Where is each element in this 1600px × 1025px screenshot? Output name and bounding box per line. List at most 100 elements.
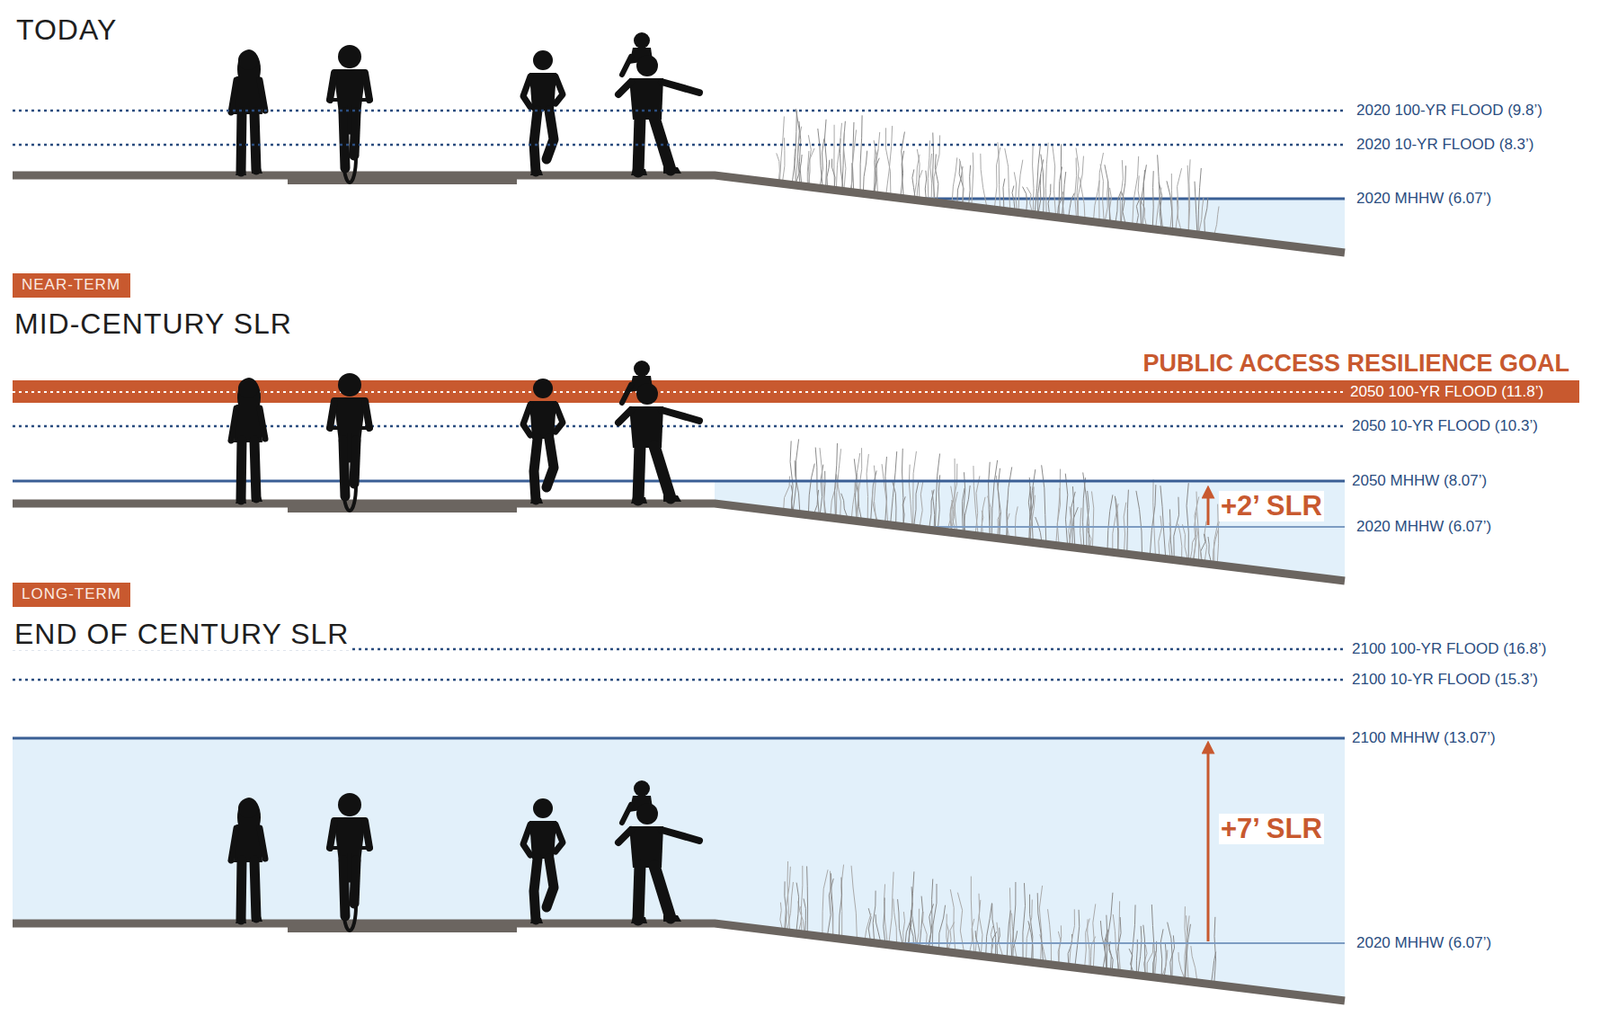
path-pavement [287,921,517,933]
grass-stroke [919,896,923,946]
grass-stroke [1014,506,1018,538]
grass-stroke [875,914,880,942]
grass-stroke [1029,495,1036,540]
grass-stroke [796,126,802,183]
grass-stroke [973,465,978,534]
resilience-goal-band: PUBLIC ACCESS RESILIENCE GOAL2050 100-YR… [12,380,1580,403]
parent-figure [618,360,700,504]
parent-figure [618,32,700,176]
grass-stroke [1069,908,1076,964]
grass-stroke [1026,186,1032,212]
tide-level-label: 2020 MHHW (6.07’) [1354,934,1494,952]
old-mhhw-line [875,942,1345,944]
grass-stroke [1011,881,1016,958]
grass-stroke [1130,904,1136,971]
grass-stroke [1057,191,1064,214]
grass-stroke [981,510,984,534]
grass-stroke [780,115,785,180]
flood-line [12,109,1345,113]
path-pavement [287,501,517,513]
grass-stroke [881,463,888,522]
grass-stroke [826,160,830,187]
grass-stroke [1035,516,1042,542]
grass-stroke [987,496,991,535]
box-text: LONG-TERM [21,585,122,604]
grass-stroke [927,140,930,199]
grass-stroke [924,170,926,199]
grass-stroke [1197,527,1202,560]
grass-stroke [1052,145,1057,215]
grass-stroke [1191,945,1198,980]
grass-stroke [969,918,975,952]
grass-stroke [873,158,880,193]
grass-stroke [807,151,809,185]
flood-level-label: 2020 100-YR FLOOD (9.8’) [1354,102,1545,120]
grass-stroke [1167,922,1174,978]
grass-stroke [981,497,986,534]
grass-stroke [975,930,980,953]
grass-stroke [907,871,915,944]
panel-heading: TODAY [14,14,120,46]
grass-stroke [919,480,924,526]
grass-stroke [1137,925,1142,973]
grass-stroke [1026,899,1033,960]
grass-stroke [1034,143,1040,213]
grass-stroke [792,438,799,510]
term-tag: LONG-TERM [12,582,131,607]
grass-stroke [1194,181,1198,232]
grass-stroke [888,871,894,943]
grass-stroke [1057,931,1061,963]
mhhw-line [12,737,1345,740]
parent-figure [618,780,700,924]
grass-stroke [1136,490,1143,553]
grass-stroke [930,153,933,200]
flood-line [12,678,1345,682]
grass-stroke [1160,928,1164,976]
grass-stroke [1143,924,1146,974]
grass-stroke [939,905,946,949]
grass-stroke [1214,916,1217,982]
grass-stroke [806,865,809,932]
grass-stroke [1214,206,1219,235]
grass-stroke [1069,491,1076,545]
grass-stroke [808,134,811,185]
box-text: NEAR-TERM [21,275,121,294]
grass-stroke [975,475,980,533]
grass-stroke [1140,169,1146,225]
grass-stroke [873,132,880,193]
grass-stroke [1166,180,1174,229]
grass-stroke [890,451,898,523]
grass-stroke [901,151,905,196]
water-fill [12,737,1345,1001]
cyclist-figure [328,44,372,183]
grass-stroke [1091,491,1094,548]
grass-stroke [900,132,905,196]
marsh-grass [783,438,1222,562]
grass-stroke [776,152,781,180]
grass-stroke [1083,477,1086,546]
grass-stroke [1104,164,1111,222]
grass-stroke [959,159,963,204]
grass-stroke [996,922,1004,957]
flood-level-label: 2020 10-YR FLOOD (8.3’) [1354,136,1536,154]
old-mhhw-line [905,525,1345,528]
grass-stroke [1079,177,1085,218]
grass-stroke [796,882,800,931]
grass-stroke [1199,196,1204,232]
grass-stroke [835,123,842,188]
tide-level-label: 2020 MHHW (6.07’) [1354,190,1494,208]
panel-heading: END OF CENTURY SLR [12,618,352,650]
grass-stroke [950,888,955,951]
grass-stroke [968,165,971,205]
grass-stroke [1178,951,1185,978]
grass-stroke [1090,936,1095,968]
grass-stroke [1075,909,1080,965]
grass-stroke [1072,506,1078,545]
grass-stroke [908,464,912,525]
grass-stroke [1028,920,1033,960]
grass-stroke [1158,515,1163,556]
grass-stroke [1022,186,1028,212]
path-pavement [287,173,517,185]
grass-stroke [872,491,879,521]
grass-stroke [1192,496,1199,560]
